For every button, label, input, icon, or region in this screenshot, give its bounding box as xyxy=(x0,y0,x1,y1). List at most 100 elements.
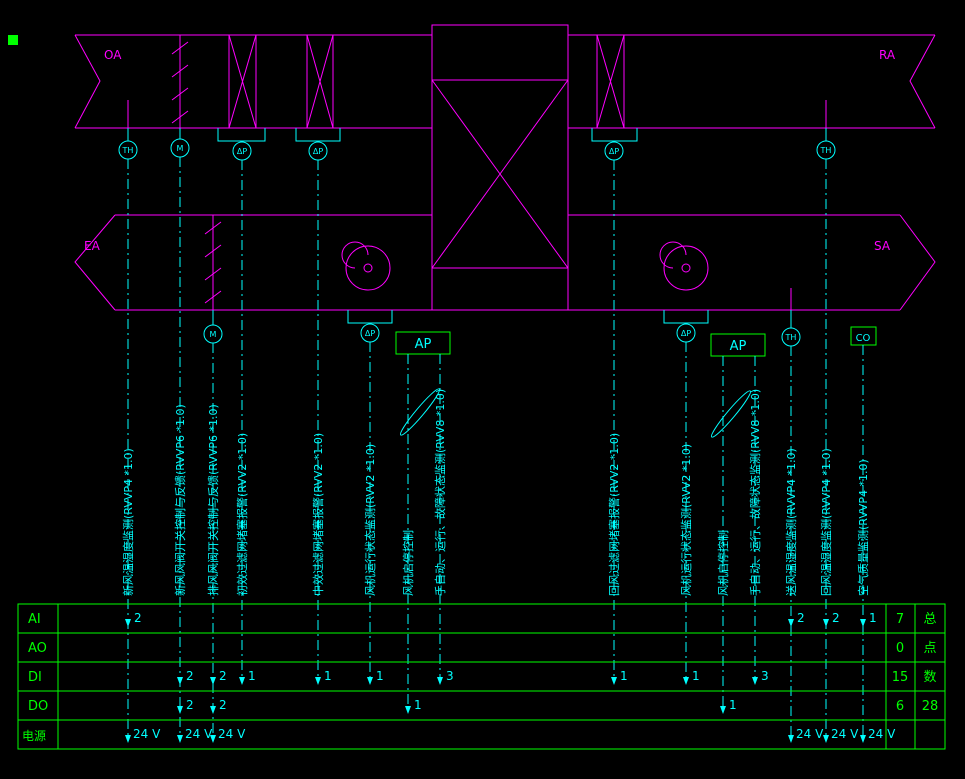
total-di: 15 xyxy=(892,670,909,685)
supply-fan-icon xyxy=(341,241,391,291)
supply-fan-starter-box: AP xyxy=(395,331,451,355)
signal-label-7: 手自动、运行、故障状态监测(RVV8 *1.0) xyxy=(433,389,447,596)
return-fan-starter-box: AP xyxy=(710,333,766,357)
svg-text:ΔP: ΔP xyxy=(237,147,247,156)
count-do-2: 1 xyxy=(414,698,422,712)
count-do-0: 2 xyxy=(186,698,194,712)
count-do-3: 1 xyxy=(729,698,737,712)
signal-label-10: 风机启停控制 xyxy=(716,530,730,596)
di-counts: 2 2 1 1 1 3 1 1 3 xyxy=(186,669,769,683)
sensor-dp-supply-fan: ΔP xyxy=(360,323,380,343)
svg-text:TH: TH xyxy=(122,146,134,155)
signal-label-3: 初效过滤网堵塞报警(RVV2 *1.0) xyxy=(235,433,249,596)
row-label-ao: AO xyxy=(28,641,47,656)
total-ai: 7 xyxy=(896,612,904,627)
signal-label-8: 回风过滤网堵塞报警(RVV2 *1.0) xyxy=(607,433,621,596)
sensor-dp-return-filter: ΔP xyxy=(604,141,624,161)
count-di-0: 2 xyxy=(186,669,194,683)
duct-label-ra: RA xyxy=(879,48,896,62)
count-di-7: 1 xyxy=(692,669,700,683)
signal-label-6: 风机启停控制 xyxy=(401,530,415,596)
signal-label-9: 风机运行状态监测(RVV2 *1.0) xyxy=(679,444,693,596)
svg-text:AP: AP xyxy=(415,337,432,352)
svg-text:ΔP: ΔP xyxy=(365,329,375,338)
sensor-th-supply-air: TH xyxy=(781,327,801,347)
sensor-th-return-air: TH xyxy=(816,140,836,160)
count-di-1: 2 xyxy=(219,669,227,683)
sensor-th-fresh-air: TH xyxy=(118,140,138,160)
signal-label-1: 新风风阀开关控制与反馈(RVVP6 *1.0) xyxy=(173,404,187,596)
fresh-air-damper xyxy=(171,35,189,128)
row-label-di: DI xyxy=(28,670,42,685)
cable-run-mark-right xyxy=(710,390,752,438)
io-table-totals: 7 0 15 6 总 点 数 28 xyxy=(892,612,939,714)
sensor-connectors xyxy=(127,128,827,328)
svg-text:ΔP: ΔP xyxy=(313,147,323,156)
sensor-dp-primary-filter: ΔP xyxy=(232,141,252,161)
grand-total: 28 xyxy=(922,699,939,714)
signal-label-14: 空气质量监测(RVVP4 *1.0) xyxy=(856,459,870,596)
total-header-char-1: 点 xyxy=(923,641,936,656)
signal-label-11: 手自动、运行、故障状态监测(RVV8 *1.0) xyxy=(748,389,762,596)
duct-label-oa: OA xyxy=(104,48,122,62)
svg-text:ΔP: ΔP xyxy=(681,329,691,338)
signal-label-2: 排风风阀开关控制与反馈(RVVP6 *1.0) xyxy=(206,404,220,596)
svg-text:CO: CO xyxy=(856,333,871,344)
total-header-char-0: 总 xyxy=(923,612,936,627)
cable-run-mark-left xyxy=(399,388,441,436)
total-do: 6 xyxy=(896,699,904,714)
duct-label-sa: SA xyxy=(874,239,891,253)
sensor-dp-return-fan: ΔP xyxy=(676,323,696,343)
air-quality-sensor-box: CO xyxy=(850,326,877,346)
count-di-3: 1 xyxy=(324,669,332,683)
signal-label-5: 风机运行状态监测(RVV2 *1.0) xyxy=(363,444,377,596)
svg-text:M: M xyxy=(210,330,217,339)
signal-label-12: 送风温湿度监测(RVVP4 *1.0) xyxy=(784,448,798,596)
signal-label-13: 回风温湿度监测(RVVP4 *1.0) xyxy=(819,448,833,596)
power-label-4: 24 V xyxy=(831,727,859,741)
io-table xyxy=(17,603,946,750)
signal-lines xyxy=(127,157,864,737)
svg-text:ΔP: ΔP xyxy=(609,147,619,156)
count-di-5: 3 xyxy=(446,669,454,683)
heat-exchanger xyxy=(431,24,569,311)
medium-filter xyxy=(306,34,334,129)
count-do-1: 2 xyxy=(219,698,227,712)
return-fan-icon xyxy=(659,241,709,291)
sensor-probes xyxy=(127,100,827,310)
power-label-1: 24 V xyxy=(185,727,213,741)
signal-label-0: 新风温湿度监测(RVVP4 *1.0) xyxy=(121,448,135,596)
sensor-dp-medium-filter: ΔP xyxy=(308,141,328,161)
origin-marker xyxy=(8,35,18,45)
count-ai-2: 2 xyxy=(832,611,840,625)
count-ai-0: 2 xyxy=(134,611,142,625)
signal-label-4: 中效过滤网堵塞报警(RVV2 *1.0) xyxy=(311,433,325,596)
count-ai-1: 2 xyxy=(797,611,805,625)
count-di-2: 1 xyxy=(248,669,256,683)
sensor-m-exhaust-damper: M xyxy=(203,324,223,344)
sensor-m-fresh-damper: M xyxy=(170,138,190,158)
return-air-filter xyxy=(596,34,625,129)
power-labels: 24 V 24 V 24 V 24 V 24 V 24 V xyxy=(133,727,896,741)
total-ao: 0 xyxy=(896,641,904,656)
power-label-5: 24 V xyxy=(868,727,896,741)
count-ai-3: 1 xyxy=(869,611,877,625)
ai-counts: 2 2 2 1 xyxy=(134,611,877,625)
svg-text:AP: AP xyxy=(730,339,747,354)
power-label-2: 24 V xyxy=(218,727,246,741)
row-label-power: 电源 xyxy=(22,729,46,743)
signal-labels: 新风温湿度监测(RVVP4 *1.0) 新风风阀开关控制与反馈(RVVP6 *1… xyxy=(121,389,870,596)
primary-filter xyxy=(228,34,257,129)
count-di-4: 1 xyxy=(376,669,384,683)
duct-label-ea: EA xyxy=(84,239,101,253)
svg-text:TH: TH xyxy=(820,146,832,155)
power-label-3: 24 V xyxy=(796,727,824,741)
row-label-ai: AI xyxy=(28,612,41,627)
do-counts: 2 2 1 1 xyxy=(186,698,737,712)
io-table-row-labels: AI AO DI DO 电源 xyxy=(22,612,48,743)
total-header-char-2: 数 xyxy=(923,670,936,685)
svg-text:M: M xyxy=(177,144,184,153)
svg-text:TH: TH xyxy=(785,333,797,342)
